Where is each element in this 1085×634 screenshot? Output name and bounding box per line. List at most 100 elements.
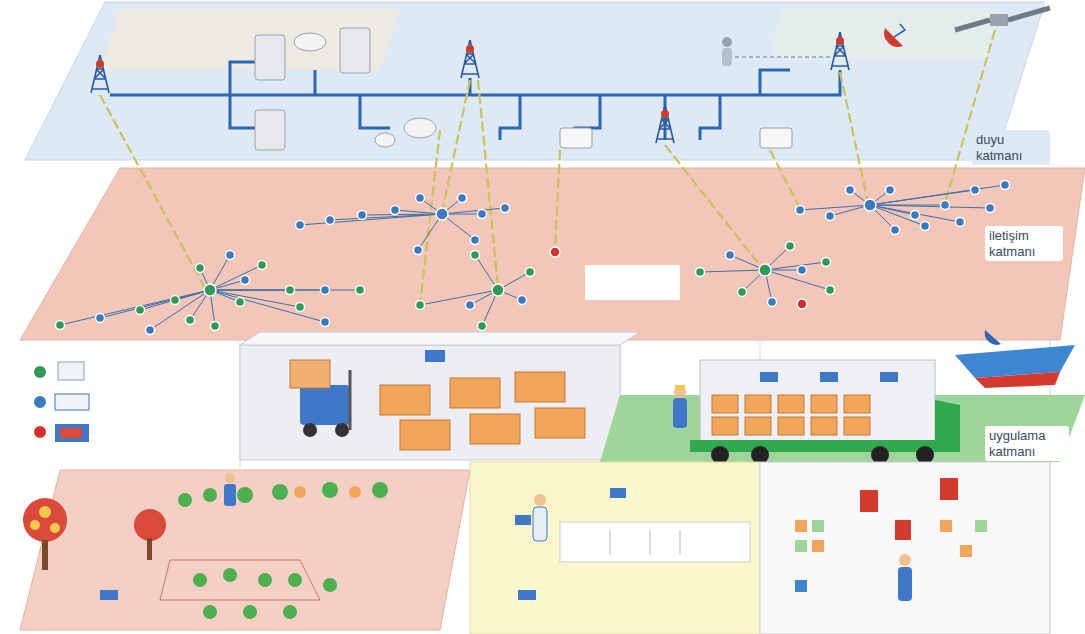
sensor-dot: [391, 206, 400, 215]
mesh-link: [870, 205, 925, 226]
sensor-dot: [886, 186, 895, 195]
network-bus: [110, 94, 790, 97]
farm-scene: [23, 498, 67, 542]
farm-scene: [288, 573, 302, 587]
kitchen-scene: [518, 590, 536, 600]
transport-scene: [711, 446, 729, 464]
sensor-dot: [56, 321, 65, 330]
sensor-cluster: [796, 181, 1010, 235]
warehouse-scene: [400, 420, 450, 450]
farm-scene: [193, 573, 207, 587]
warehouse-scene: [470, 414, 520, 444]
satellite-and-dish: [735, 56, 830, 58]
sensor-dot: [786, 242, 795, 251]
sense-plane: [25, 2, 1045, 160]
transport-scene: [745, 395, 771, 413]
transport-scene: [712, 395, 870, 435]
sense-plane: [25, 2, 1045, 160]
satellite-and-dish: [722, 48, 732, 66]
mesh-link: [420, 290, 498, 305]
alert-dot: [550, 247, 560, 257]
farm-scene: [39, 506, 51, 518]
farm-scene: [160, 560, 320, 600]
communication-plane: [20, 168, 1085, 340]
sensor-dot: [286, 286, 295, 295]
server-icons: [255, 35, 285, 80]
warehouse-scene: [380, 385, 430, 415]
sensor-cluster: [296, 194, 510, 255]
warehouse-scene: [335, 423, 349, 437]
transport-scene: [778, 417, 804, 435]
mesh-link: [100, 290, 210, 318]
store-scene: [960, 545, 972, 557]
farm-scene: [20, 470, 470, 630]
farm-scene: [258, 573, 272, 587]
sensor-dot: [204, 284, 216, 296]
farm-scene: [323, 578, 337, 592]
sensor-dot: [478, 322, 487, 331]
sensor-dot: [471, 251, 480, 260]
mesh-link: [330, 214, 442, 220]
sensor-dot: [136, 306, 145, 315]
sensor-dot: [458, 194, 467, 203]
store-scene: [975, 520, 987, 532]
sensor-dot: [846, 186, 855, 195]
sensor-dot: [492, 284, 504, 296]
transport-scene: [975, 372, 1060, 388]
sensor-dot: [296, 303, 305, 312]
transport-scene: [935, 400, 960, 452]
mesh-link: [765, 270, 830, 290]
farm-scene: [283, 605, 297, 619]
communication-plane: [20, 168, 1085, 340]
legend-icons: [55, 424, 89, 442]
farm-scene: [30, 520, 40, 530]
communication-plane: [585, 265, 680, 300]
wireless-uplink: [100, 30, 995, 305]
sensor-dot: [971, 186, 980, 195]
legend-icons: [33, 362, 89, 442]
satellite-and-dish: [990, 14, 1008, 26]
kitchen-scene: [560, 522, 750, 562]
tower-group: [91, 32, 849, 143]
sensor-dot: [196, 264, 205, 273]
sensor-dot: [241, 276, 250, 285]
farm-scene: [294, 486, 306, 498]
legend-icons: [33, 365, 47, 379]
sensor-dot: [696, 268, 705, 277]
farm-scene: [50, 523, 60, 533]
sensor-dot: [768, 298, 777, 307]
transport-scene: [760, 372, 898, 382]
sensor-dot: [798, 266, 807, 275]
store-scene: [812, 520, 824, 532]
sensor-dot: [211, 322, 220, 331]
transport-scene: [778, 395, 804, 413]
layer-label: duyu katmanı: [972, 130, 1050, 165]
sensor-dot: [146, 326, 155, 335]
store-scene: [795, 520, 972, 557]
wireless-uplink: [665, 145, 762, 268]
legend-icons: [33, 395, 47, 409]
warehouse-scene: [425, 350, 445, 362]
farm-scene: [224, 484, 236, 506]
sensor-dot: [726, 251, 735, 260]
layer-label: uygulama katmanı: [985, 426, 1069, 461]
sensor-dot: [186, 316, 195, 325]
tower-group: [831, 32, 849, 70]
sensor-dot: [518, 296, 527, 305]
warehouse-scene: [290, 360, 330, 388]
farm-scene: [225, 473, 235, 483]
mesh-link: [362, 214, 442, 215]
mesh-link: [210, 265, 262, 290]
sensor-dot: [236, 298, 245, 307]
mesh-link: [870, 205, 990, 208]
server-icons: [760, 128, 792, 148]
farm-scene: [272, 484, 288, 500]
warehouse-scene: [535, 408, 585, 438]
sensor-dot: [171, 296, 180, 305]
wireless-uplink: [770, 150, 800, 208]
farm-scene: [203, 488, 217, 502]
farm-scene: [178, 482, 388, 619]
store-scene: [795, 520, 807, 532]
farm-scene: [243, 605, 257, 619]
